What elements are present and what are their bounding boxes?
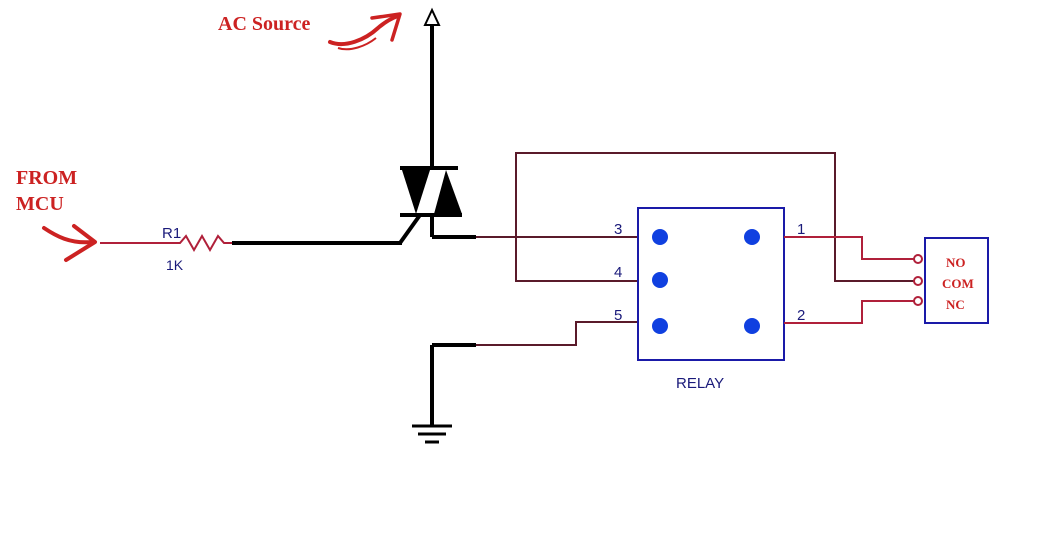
relay-pin5 <box>652 318 668 334</box>
terminal-com-connector <box>913 276 923 286</box>
pin3-label: 3 <box>614 221 622 238</box>
terminal-nc-connector <box>913 296 923 306</box>
resistor-ref-label: R1 <box>162 225 181 242</box>
from-mcu-arrowhead <box>64 224 97 262</box>
from-label: FROM <box>16 167 77 189</box>
ac-source-arrowhead <box>370 12 402 42</box>
pin4-label: 4 <box>614 264 622 281</box>
wire-pin2-to-nc <box>784 300 916 324</box>
wire-to-pin5 <box>476 321 638 346</box>
terminal-com-label: COM <box>942 276 974 291</box>
relay-pin4 <box>652 272 668 288</box>
pin5-label: 5 <box>614 307 622 324</box>
terminal-no-label: NO <box>946 255 966 270</box>
pin2-label: 2 <box>797 307 805 324</box>
wire-pin4-to-com <box>515 152 916 282</box>
resistor-r1-icon <box>160 233 232 253</box>
pin1-label: 1 <box>797 221 805 238</box>
triac-icon <box>398 166 462 245</box>
terminal-block <box>924 237 989 324</box>
terminal-nc-label: NC <box>946 297 965 312</box>
relay-pin2 <box>744 318 760 334</box>
terminal-no-connector <box>913 254 923 264</box>
relay-label: RELAY <box>676 375 724 392</box>
ac-source-terminal-icon <box>423 7 441 26</box>
ac-source-arrow <box>328 14 400 47</box>
wire-pin1-to-no <box>784 236 916 260</box>
ground-icon <box>412 424 452 444</box>
resistor-value-label: 1K <box>166 257 184 273</box>
ac-source-label: AC Source <box>218 13 311 35</box>
mcu-label: MCU <box>16 193 64 215</box>
relay-pin3 <box>652 229 668 245</box>
relay-pin1 <box>744 229 760 245</box>
ac-source-arrow-tail <box>337 37 377 51</box>
from-mcu-arrow <box>42 226 94 245</box>
